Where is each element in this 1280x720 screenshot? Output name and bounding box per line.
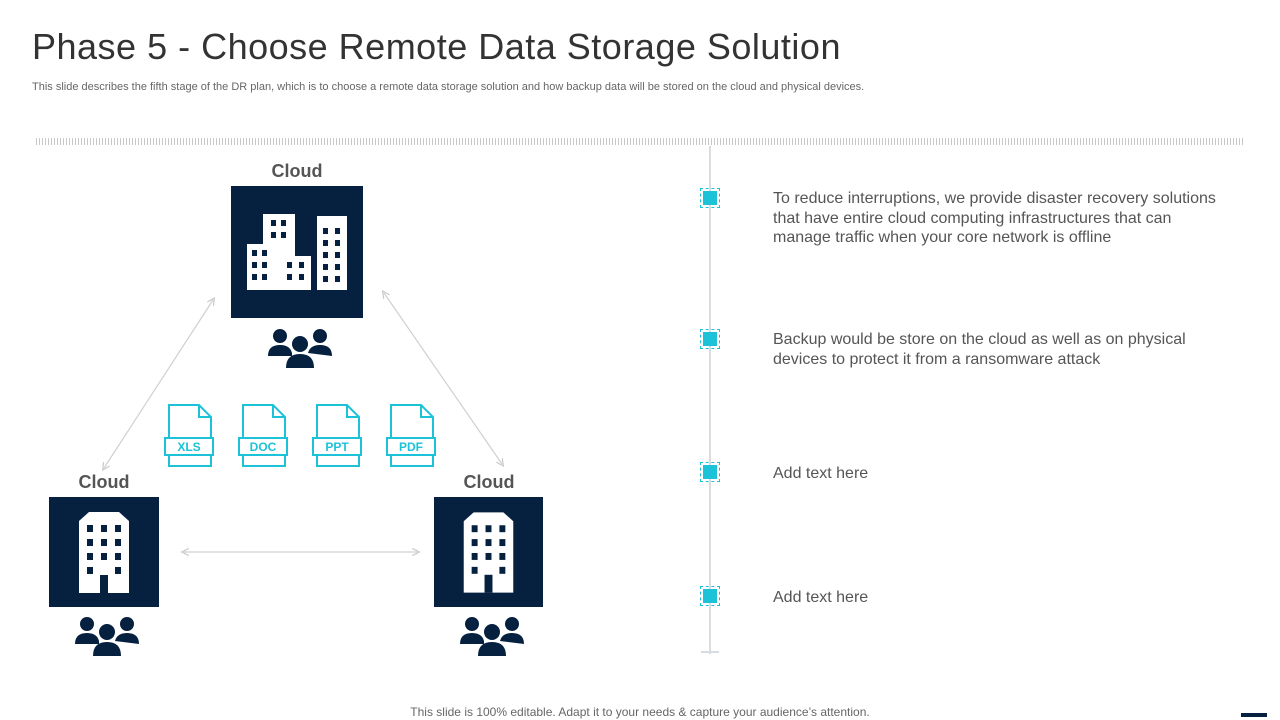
timeline-line (709, 146, 711, 654)
file-label-pdf: PDF (399, 440, 423, 454)
page-subtitle: This slide describes the fifth stage of … (32, 81, 865, 93)
people-group-icon (75, 617, 139, 656)
timeline-marker (700, 586, 720, 606)
people-group-icon (268, 329, 332, 368)
timeline-item-text: Add text here (773, 589, 869, 606)
cloud-label-top: Cloud (271, 161, 323, 181)
corner-accent-bar (1241, 713, 1267, 717)
arrow-top-right (384, 293, 502, 464)
file-label-doc: DOC (250, 440, 277, 454)
people-group-icon (460, 617, 524, 656)
timeline-marker (700, 462, 720, 482)
timeline-end-cap (701, 651, 719, 653)
arrow-top-left (104, 300, 213, 468)
footer-note: This slide is 100% editable. Adapt it to… (410, 705, 870, 719)
timeline-marker (700, 188, 720, 208)
page-title: Phase 5 - Choose Remote Data Storage Sol… (32, 26, 841, 67)
city-buildings-icon (231, 186, 363, 318)
doc-file-icon: DOC (238, 404, 288, 467)
pdf-file-icon: PDF (386, 404, 436, 467)
timeline-item-text: To reduce interruptions, we provide disa… (773, 190, 1216, 246)
timeline-marker (700, 329, 720, 349)
ppt-file-icon: PPT (312, 404, 362, 467)
xls-file-icon: XLS (164, 404, 214, 467)
cloud-label-right: Cloud (463, 472, 515, 492)
hatched-divider (36, 138, 1244, 145)
file-label-ppt: PPT (325, 440, 349, 454)
timeline-item-text: Add text here (773, 465, 869, 482)
office-building-icon (434, 497, 543, 607)
file-label-xls: XLS (177, 440, 200, 454)
office-building-icon (49, 497, 159, 607)
cloud-label-left: Cloud (78, 472, 130, 492)
timeline-item-text: Backup would be store on the cloud as we… (773, 331, 1186, 368)
